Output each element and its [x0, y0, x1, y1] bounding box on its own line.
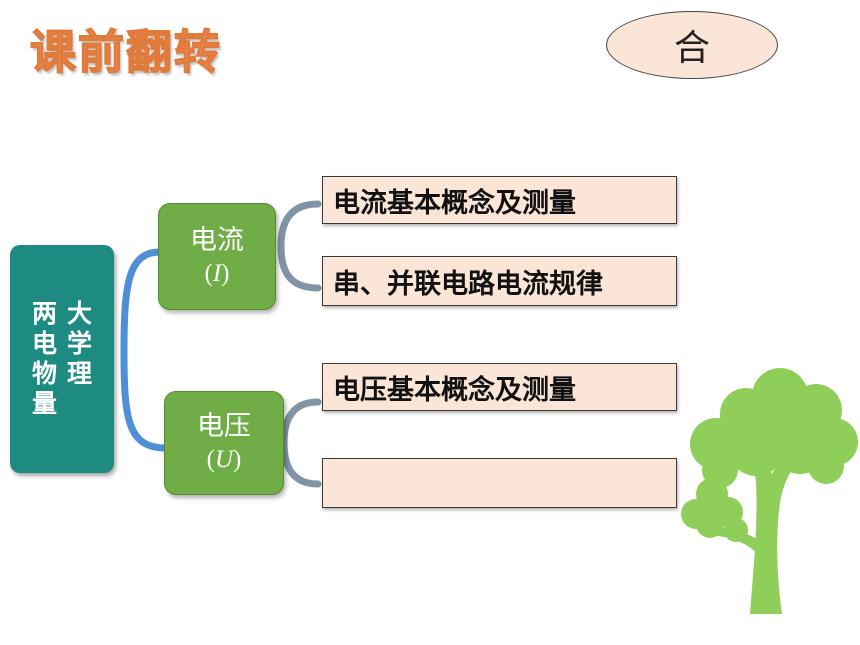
- branch-voltage-symbol: (U): [206, 446, 242, 473]
- main-bracket: [120, 248, 170, 452]
- item-current-concept: 电流基本概念及测量: [322, 176, 677, 224]
- badge-label: 合: [673, 28, 710, 69]
- item-voltage-concept: 电压基本概念及测量: [322, 363, 677, 411]
- branch-current: 电流 (I): [158, 203, 276, 310]
- branch-current-symbol: (I): [204, 259, 230, 287]
- main-char: 学: [67, 329, 93, 358]
- current-bracket: [277, 200, 322, 292]
- page-title: 课前翻转: [29, 24, 222, 80]
- tree-icon: [681, 368, 858, 614]
- item-voltage-blank: [322, 458, 677, 508]
- main-topic-left-column: 两 电 物 量: [32, 299, 57, 419]
- voltage-bracket: [280, 398, 322, 488]
- badge-ellipse: 合: [606, 11, 778, 79]
- main-char: 理: [67, 359, 93, 388]
- main-topic-box: 两 电 物 量 大 学 理: [10, 245, 114, 473]
- item-current-series-parallel: 串、并联电路电流规律: [322, 256, 677, 306]
- main-char: 物: [31, 359, 57, 388]
- main-char: 电: [31, 329, 57, 358]
- branch-voltage-name: 电压: [197, 411, 251, 442]
- main-char: 大: [67, 299, 93, 328]
- main-char: 量: [31, 389, 57, 418]
- branch-voltage: 电压 (U): [164, 391, 284, 495]
- main-char: 两: [31, 299, 57, 328]
- main-topic-right-column: 大 学 理: [67, 299, 92, 419]
- branch-current-name: 电流: [190, 224, 244, 256]
